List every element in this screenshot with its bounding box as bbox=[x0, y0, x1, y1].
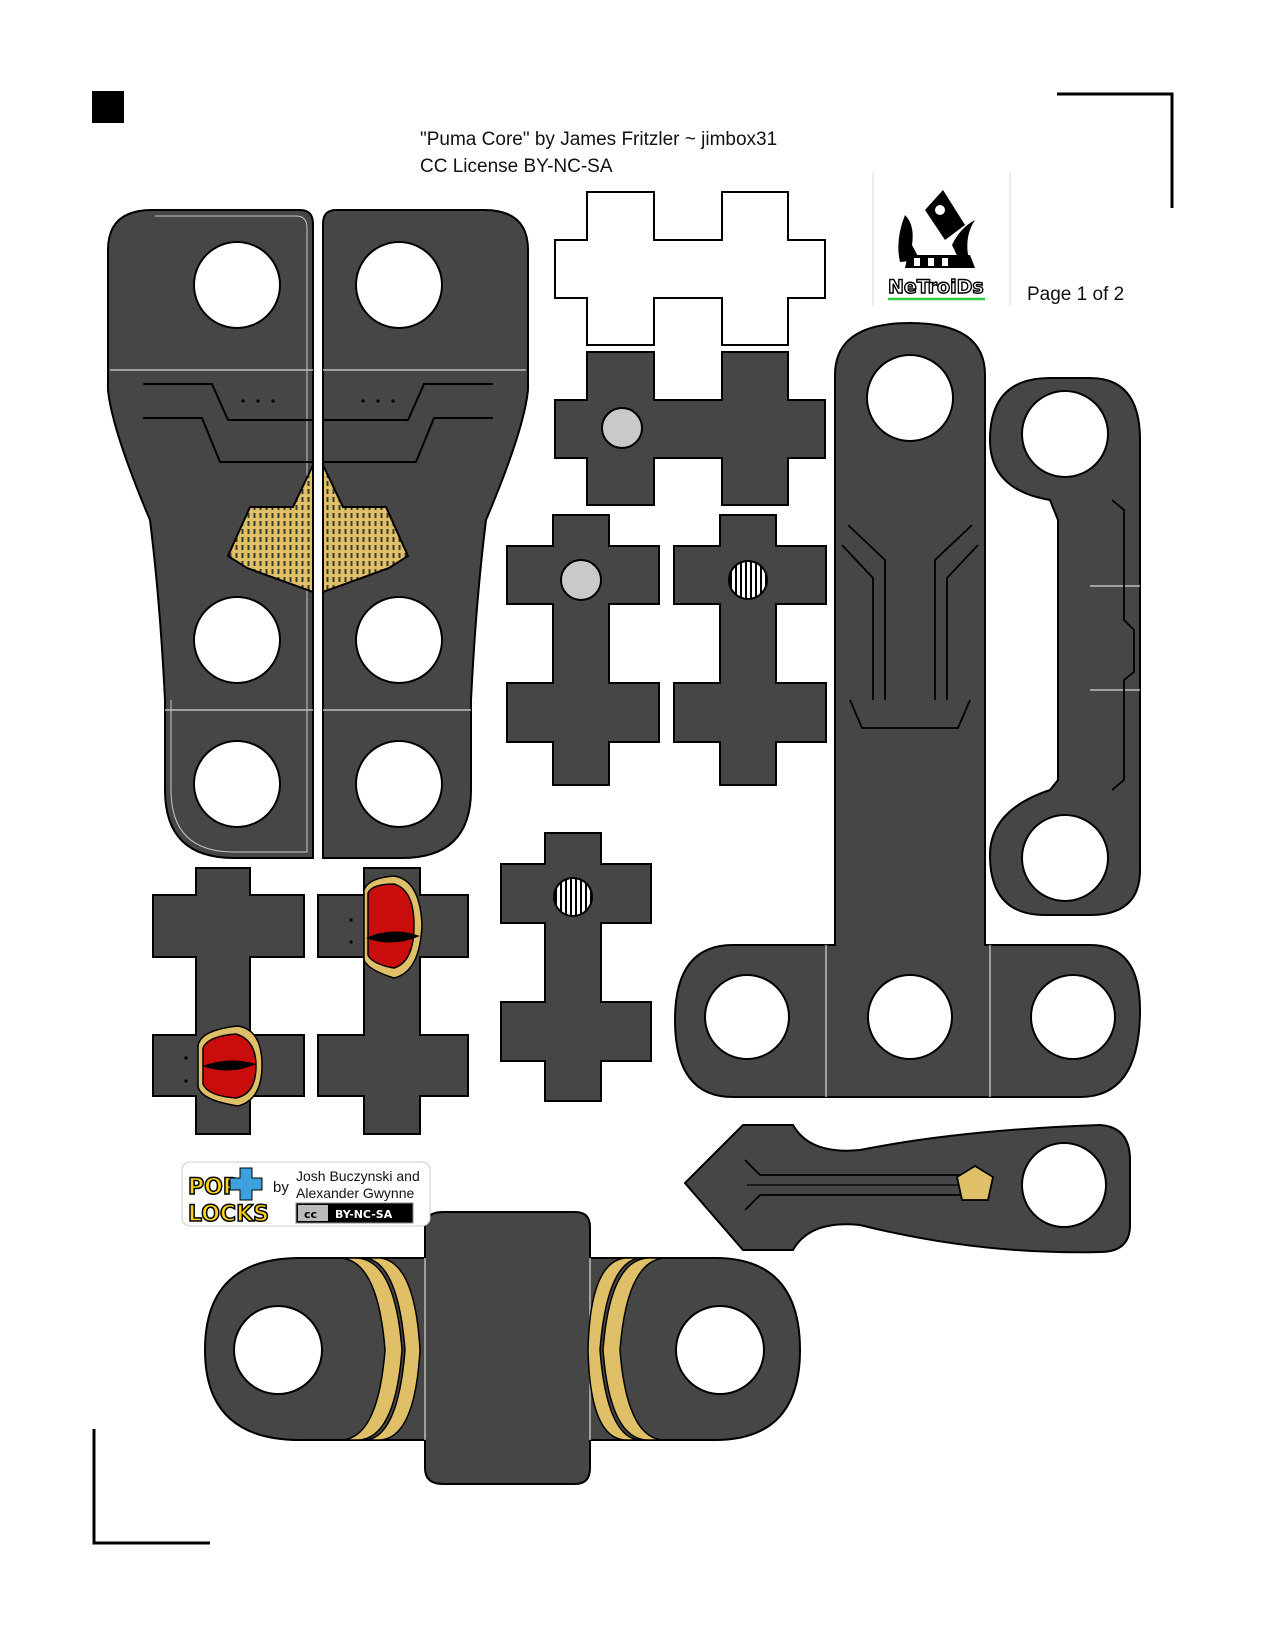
body-panel-right bbox=[322, 209, 529, 859]
poplocks-word-locks: LOCKS bbox=[188, 1202, 269, 1227]
connector-double-cross-white bbox=[554, 191, 826, 346]
body-panel-left bbox=[107, 209, 314, 859]
bottom-hinge-part bbox=[203, 1211, 802, 1485]
netroids-logo: NeTroiDs bbox=[872, 172, 1011, 306]
connector-vertical-gray-dot bbox=[506, 514, 660, 786]
registration-square bbox=[92, 91, 124, 123]
arrow-key-arm bbox=[683, 1123, 1131, 1254]
header-license-line: CC License BY-NC-SA bbox=[420, 156, 613, 177]
registration-corner-bottom-left bbox=[92, 1429, 210, 1545]
connector-vertical-striped bbox=[673, 514, 827, 786]
header-title-line: "Puma Core" by James Fritzler ~ jimbox31 bbox=[420, 129, 778, 150]
connector-double-cross-gray bbox=[554, 351, 826, 506]
cc-license-text: BY-NC-SA bbox=[335, 1208, 393, 1221]
connector-red-band-bottom bbox=[152, 867, 305, 1135]
netroids-creature-icon bbox=[898, 190, 975, 268]
t-frame-part bbox=[673, 321, 1142, 1098]
netroids-wordmark: NeTroiDs bbox=[888, 276, 984, 298]
registration-corner-top-right bbox=[1057, 92, 1174, 208]
poplocks-by: by bbox=[273, 1179, 289, 1196]
page-number-label: Page 1 of 2 bbox=[1027, 284, 1125, 305]
poplocks-authors-line1: Josh Buczynski and bbox=[296, 1168, 420, 1184]
connector-red-band-top bbox=[317, 867, 469, 1135]
connector-vertical-striped-lower bbox=[500, 832, 652, 1102]
cc-mark: cc bbox=[304, 1208, 317, 1221]
puzzle-plus-icon bbox=[229, 1167, 263, 1201]
poplocks-logo: POP LOCKS by Josh Buczynski and Alexande… bbox=[181, 1161, 431, 1228]
curved-arm-bracket bbox=[988, 377, 1141, 916]
poplocks-authors-line2: Alexander Gwynne bbox=[296, 1185, 415, 1201]
